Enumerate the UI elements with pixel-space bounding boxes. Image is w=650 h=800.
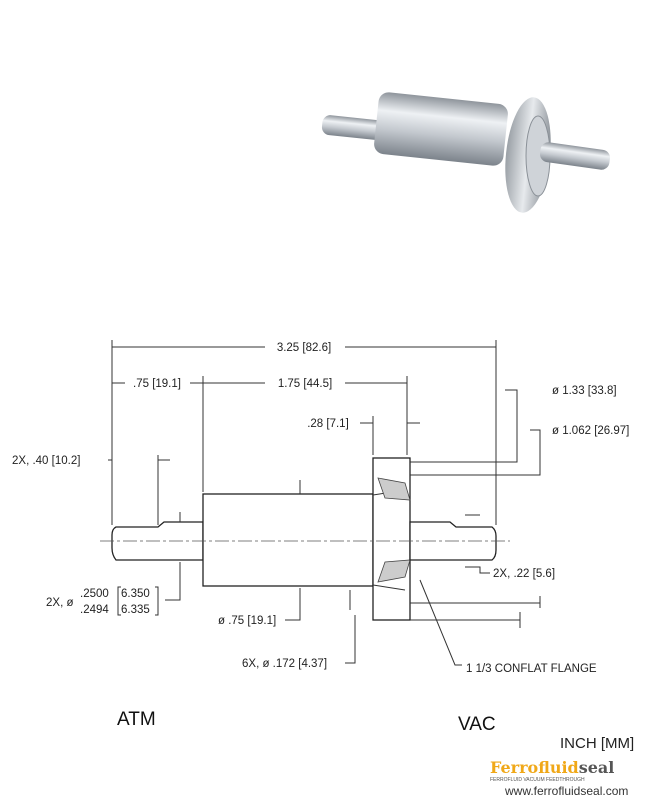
- dim-shaft-mm-max: 6.350: [121, 588, 150, 600]
- logo-url: www.ferrofluidseal.com: [504, 784, 628, 798]
- dim-shaft-mm-min: 6.335: [121, 604, 150, 616]
- label-units: INCH [MM]: [560, 735, 634, 752]
- logo-brand-a: Ferrofluid: [490, 758, 579, 777]
- dim-flange-od: ø 1.33 [33.8]: [552, 385, 617, 397]
- label-atm: ATM: [117, 709, 156, 730]
- dim-body-dia: ø .75 [19.1]: [218, 615, 276, 627]
- product-render: [321, 92, 611, 213]
- logo-brand: Ferrofluidseal: [490, 758, 614, 777]
- dim-overall: 3.25 [82.6]: [277, 342, 331, 354]
- dim-left-shaft: .75 [19.1]: [133, 378, 181, 390]
- dim-shaft-prefix: 2X, ø: [46, 597, 73, 609]
- dim-shaft-in-min: .2494: [80, 604, 109, 616]
- logo-tagline: FERROFLUID VACUUM FEEDTHROUGH: [490, 777, 585, 783]
- dim-flange-thickness: .28 [7.1]: [307, 418, 349, 430]
- logo: Ferrofluidseal FERROFLUID VACUUM FEEDTHR…: [490, 758, 628, 798]
- label-vac: VAC: [458, 714, 496, 735]
- dim-flat-length: 2X, .40 [10.2]: [12, 455, 80, 467]
- dim-holes: 6X, ø .172 [4.37]: [242, 658, 327, 670]
- dim-body: 1.75 [44.5]: [278, 378, 332, 390]
- callout-flange: 1 1/3 CONFLAT FLANGE: [466, 663, 597, 675]
- dim-shaft-in-max: .2500: [80, 588, 109, 600]
- part-outline: [100, 457, 510, 621]
- logo-brand-b: seal: [579, 758, 615, 777]
- dimension-lines: [108, 340, 541, 666]
- dim-bolt-circle: ø 1.062 [26.97]: [552, 425, 629, 437]
- dim-flat-depth: 2X, .22 [5.6]: [493, 568, 555, 580]
